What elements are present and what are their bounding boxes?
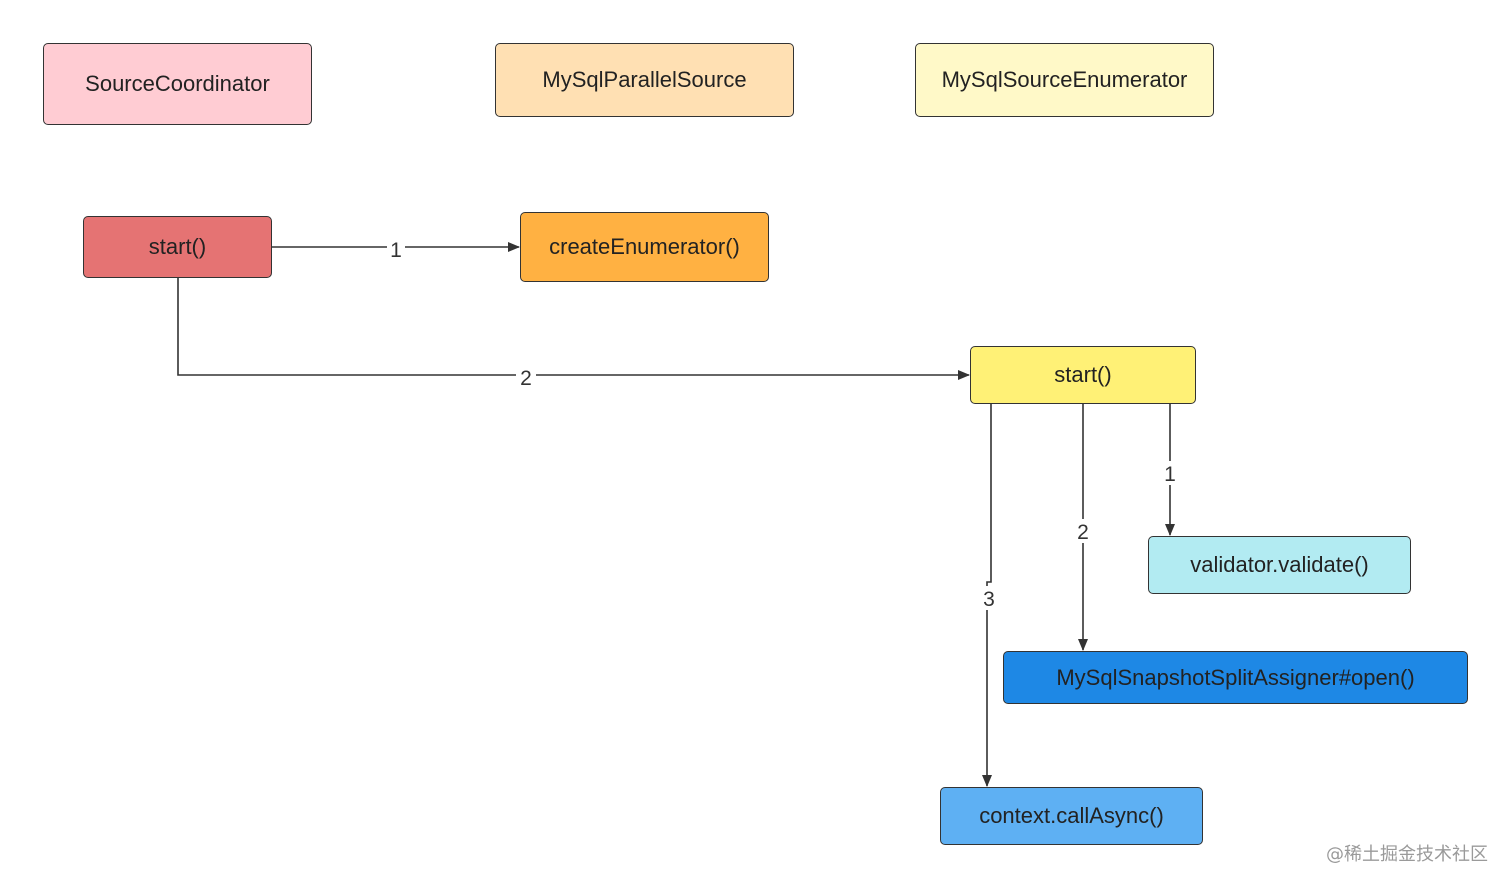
node-validator-validate: validator.validate() — [1148, 536, 1411, 594]
lane-mysql-source-enumerator: MySqlSourceEnumerator — [915, 43, 1214, 117]
edge-label-call-async: 3 — [983, 588, 995, 611]
edge-enumerator-start-to-assigner-open: 2 — [1073, 404, 1093, 651]
node-coordinator-start: start() — [83, 216, 272, 278]
edge-enumerator-start-to-call-async: 3 — [978, 404, 1000, 787]
node-enumerator-start: start() — [970, 346, 1196, 404]
lane-mysql-parallel-source: MySqlParallelSource — [495, 43, 794, 117]
edge-enumerator-start-to-validate: 1 — [1161, 404, 1179, 536]
edge-label-validate: 1 — [1164, 463, 1176, 486]
edge-coordinator-to-create-enumerator: 1 — [272, 236, 520, 262]
node-create-enumerator: createEnumerator() — [520, 212, 769, 282]
node-snapshot-split-assigner-open: MySqlSnapshotSplitAssigner#open() — [1003, 651, 1468, 704]
edge-label-1: 1 — [390, 239, 402, 262]
node-context-call-async: context.callAsync() — [940, 787, 1203, 845]
edge-label-2: 2 — [520, 367, 532, 390]
watermark: @稀土掘金技术社区 — [1326, 844, 1488, 865]
lane-source-coordinator: SourceCoordinator — [43, 43, 312, 125]
edge-coordinator-to-enumerator-start: 2 — [177, 278, 970, 390]
edge-label-assigner: 2 — [1077, 521, 1089, 544]
